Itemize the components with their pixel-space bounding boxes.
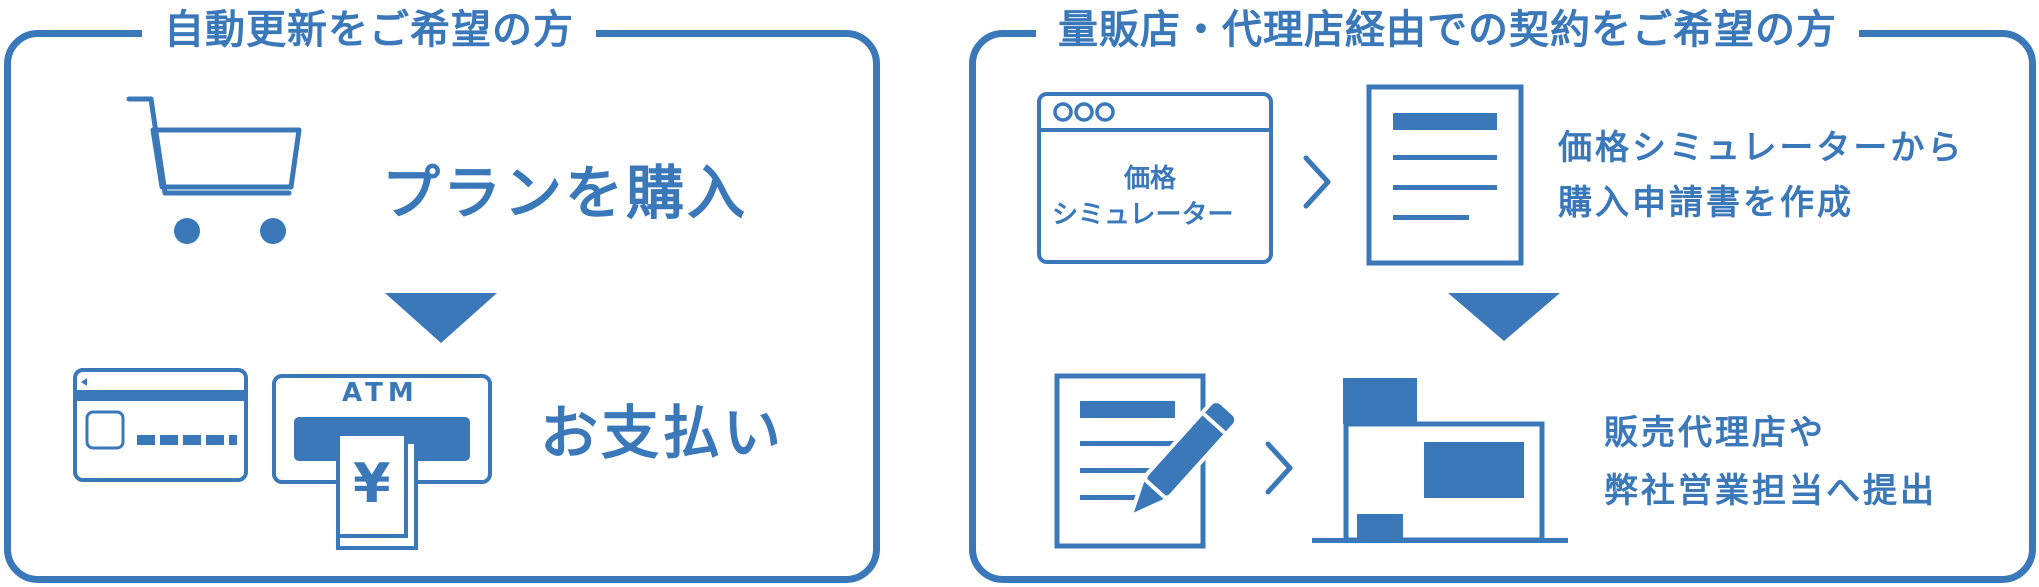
browser-window-icon bbox=[1037, 92, 1273, 264]
payment-label: お支払い bbox=[540, 399, 785, 467]
auto-renewal-title: 自動更新をご希望の方 bbox=[142, 4, 596, 56]
atm-label: ATM bbox=[342, 378, 419, 408]
atm-icon bbox=[272, 374, 492, 550]
store-building-icon bbox=[1312, 378, 1568, 543]
credit-card-icon bbox=[73, 368, 248, 482]
buy-plan-label: プランを購入 bbox=[382, 159, 749, 227]
submit-label-line1: 販売代理店や bbox=[1604, 413, 1826, 453]
down-arrow-triangle bbox=[385, 293, 497, 343]
chevron-right-icon-2 bbox=[1265, 441, 1293, 495]
document-icon bbox=[1366, 84, 1524, 266]
simulator-window-title: 価格 bbox=[1124, 164, 1177, 194]
yen-symbol: ¥ bbox=[353, 452, 391, 515]
chevron-right-icon bbox=[1303, 155, 1331, 209]
create-application-label-line2: 購入申請書を作成 bbox=[1558, 183, 1854, 223]
document-pen-icon bbox=[1054, 373, 1239, 549]
simulator-window-subtitle: シミュレーター bbox=[1052, 200, 1234, 230]
shopping-cart-icon bbox=[126, 96, 302, 244]
create-application-label-line1: 価格シミュレーターから bbox=[1558, 128, 1965, 168]
down-arrow-triangle-right bbox=[1448, 293, 1560, 341]
retailer-agent-title: 量販店・代理店経由での契約をご希望の方 bbox=[1036, 4, 1859, 56]
submit-label-line2: 弊社営業担当へ提出 bbox=[1604, 471, 1937, 511]
